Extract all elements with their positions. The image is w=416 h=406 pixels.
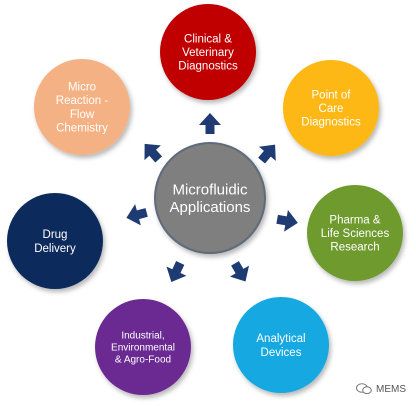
center-circle: [154, 142, 266, 254]
center-label-line-2: Applications: [170, 199, 251, 216]
node-label-line-2: Veterinary: [182, 47, 234, 59]
arrows-layer: [126, 113, 298, 282]
arrow-1: [199, 113, 221, 134]
arrow-icon: [258, 144, 276, 164]
node-industrial-environmental-agro-food: Industrial,Environmental& Agro-Food: [95, 299, 191, 395]
arrow-6: [126, 204, 148, 226]
arrow-icon: [126, 204, 148, 226]
arrow-3: [276, 209, 298, 232]
arrow-7: [144, 143, 163, 163]
node-label-line-2: Life Sciences: [321, 228, 390, 240]
node-label-line-2: Environmental: [111, 343, 175, 354]
node-label-line-1: Micro: [68, 82, 96, 94]
node-circle: [160, 4, 256, 100]
node-circle: [307, 185, 403, 281]
node-label-line-3: Research: [330, 242, 379, 254]
node-label-line-1: Analytical: [256, 333, 305, 345]
chat-bubble-icon: [356, 383, 372, 395]
node-label-line-3: & Agro-Food: [115, 354, 171, 365]
node-label-line-3: Flow: [70, 109, 95, 121]
node-label-line-3: Diagnostics: [178, 61, 238, 73]
node-circle: [7, 193, 103, 289]
arrow-icon: [166, 261, 187, 282]
arrow-icon: [199, 113, 221, 134]
node-label-line-1: Pharma &: [329, 214, 380, 226]
center-label-line-1: Microfluidic: [172, 181, 248, 198]
arrow-2: [258, 144, 276, 164]
watermark-text: MEMS: [376, 383, 406, 395]
node-label-line-2: Devices: [261, 347, 302, 359]
arrow-5: [166, 261, 187, 282]
node-circle: [283, 60, 379, 156]
node-label-line-1: Point of: [312, 89, 352, 101]
node-label-line-1: Industrial,: [121, 331, 164, 342]
node-label-line-2: Delivery: [34, 243, 76, 255]
node-circle: [233, 297, 329, 393]
node-label-line-1: Clinical &: [184, 33, 232, 45]
arrow-4: [229, 261, 250, 282]
node-label-line-3: Diagnostics: [301, 117, 361, 129]
arrow-icon: [229, 261, 250, 282]
node-label-line-1: Drug: [43, 229, 68, 241]
arrow-icon: [144, 143, 163, 163]
node-label-line-2: Care: [319, 103, 344, 115]
node-circle: [95, 299, 191, 395]
node-label-line-4: Chemistry: [56, 122, 108, 134]
arrow-icon: [276, 209, 298, 232]
watermark: MEMS: [356, 383, 406, 395]
node-circle: [34, 59, 130, 155]
node-label-line-2: Reaction -: [56, 95, 109, 107]
